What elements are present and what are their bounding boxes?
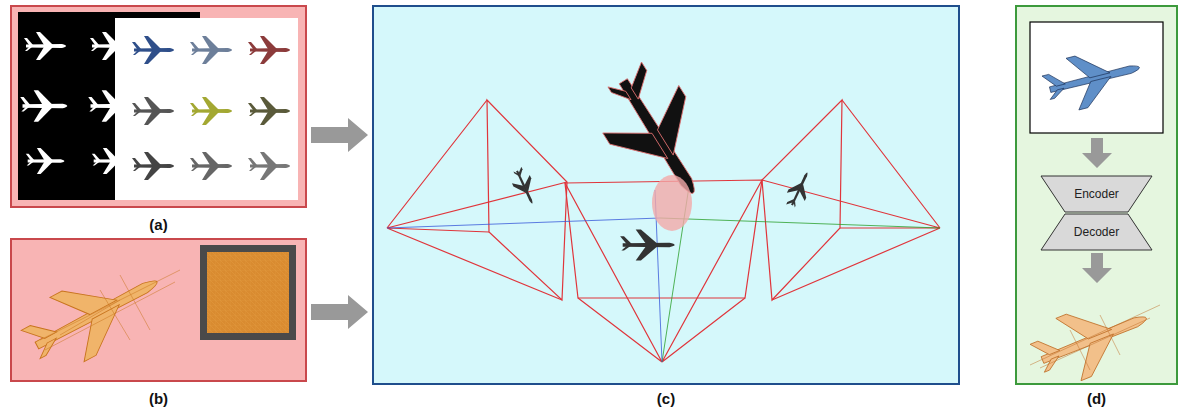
panel: (b) [10,238,307,382]
decoder-block: Decoder [1040,213,1153,251]
block-label: Encoder [1074,187,1119,201]
panel: (a) [10,5,307,208]
block-label: Decoder [1074,225,1119,239]
panel: (c) [372,5,960,385]
panel-label: (b) [12,390,305,407]
panel: (d)EncoderDecoder [1015,5,1178,385]
flow-arrow [311,295,368,329]
panel-label: (c) [374,390,958,407]
encoder-block: Encoder [1040,175,1153,213]
panel-label: (a) [12,216,305,233]
panel-label: (d) [1017,390,1176,407]
flow-arrow [311,118,368,152]
